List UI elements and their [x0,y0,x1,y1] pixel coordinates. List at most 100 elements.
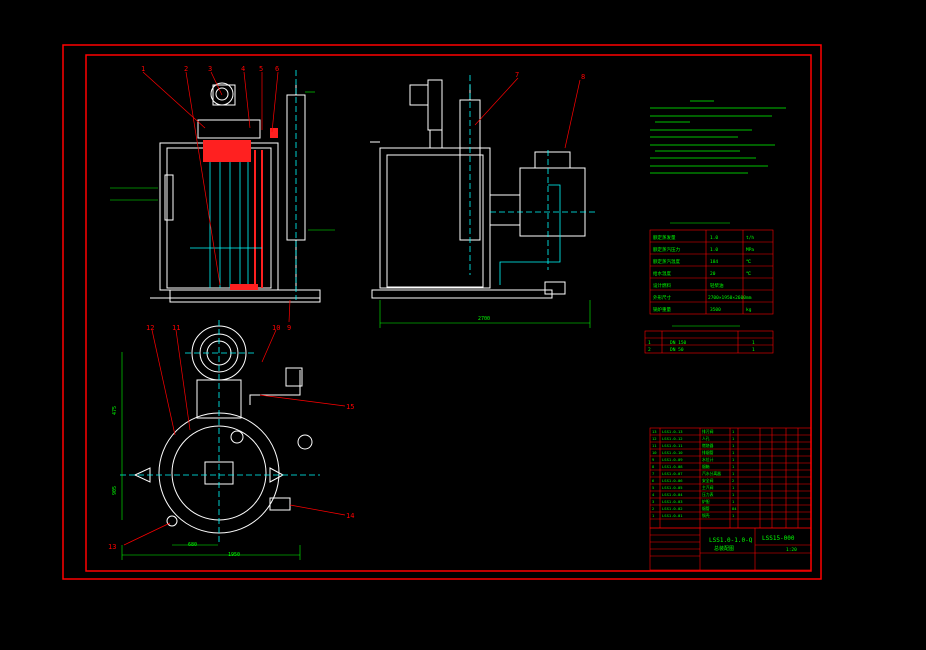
parts-r12-code: LSS1.0-01 [662,513,683,518]
parts-r3-code: LSS1.0-10 [662,450,683,455]
balloon-6: 6 [275,65,279,73]
parts-r7-name: 安全阀 [702,478,714,483]
nozzle-table-text: 1 DN 150 1 2 DN 50 1 [648,340,755,353]
parts-r9-name: 压力表 [702,492,714,497]
spec-table-text: 额定蒸发量 1.0 t/h 额定蒸汽压力 1.0 MPa 额定蒸汽温度 184 … [653,234,754,313]
parts-r2-no: 11 [652,443,657,448]
dim-side-width-label: 2700 [478,316,490,322]
spec-r6-c2: kg [746,307,752,313]
spec-r5-c2: mm [746,296,752,301]
parts-r6-code: LSS1.0-07 [662,471,683,476]
balloon-2: 2 [184,65,188,73]
parts-r6-name: 汽水分离器 [702,471,721,476]
parts-list [649,427,812,529]
title-block-text: LSS1.0-1.0-Q 总装配图 LSS15-000 1:20 [709,535,797,553]
spec-r5-c0: 外形尺寸 [653,294,671,301]
parts-r10-qty: 1 [732,499,735,504]
nozzle-circle-right [297,434,313,450]
gauge-glass [164,174,174,221]
parts-r7-code: LSS1.0-06 [662,478,683,483]
spec-r3-c1: 20 [710,271,716,277]
balloon-11: 11 [172,324,180,332]
burner-nozzle-side [429,129,443,149]
burner-fan-hub [215,87,229,101]
pipe-route-plan [249,370,301,405]
parts-r0-name: 排污阀 [702,429,714,434]
burner-motor-side [409,84,429,106]
parts-r1-code: LSS1.0-12 [662,436,683,441]
parts-r11-no: 2 [652,506,654,511]
title-drawing-name: 总装配图 [714,545,734,552]
nozzle-circle-blowdown [166,515,178,527]
spec-table [649,222,774,315]
parts-r8-name: 主汽阀 [702,485,714,490]
leader-6 [271,71,279,133]
nozzle-r0-c0: 1 [648,340,651,346]
parts-r11-code: LSS1.0-02 [662,506,683,511]
spec-r1-c0: 额定蒸汽压力 [653,246,680,253]
leader-13 [123,522,171,546]
parts-r4-no: 9 [652,457,655,462]
front-hatch [203,128,278,290]
header-pipe [197,119,261,139]
parts-r3-no: 10 [652,450,657,455]
hatch-bottom [230,284,258,290]
parts-r1-qty: 1 [732,436,735,441]
parts-r2-qty: 1 [732,443,735,448]
parts-r7-qty: 2 [732,478,734,483]
parts-r0-code: LSS1.0-13 [662,429,683,434]
parts-r5-code: LSS1.0-08 [662,464,683,469]
dim-plan-offset-label: 680 [188,542,197,548]
pump-box [285,367,303,387]
title-scale: 1:20 [786,547,797,553]
parts-r8-qty: 1 [732,485,735,490]
dim-plan-width-label: 1950 [228,552,240,558]
parts-r8-no: 5 [652,485,654,490]
parts-list-text: 13 LSS1.0-13 排污阀 1 12 LSS1.0-12 人孔 1 11 … [652,429,737,518]
parts-r4-qty: 1 [732,457,735,462]
nozzle-r0-c2: 1 [752,340,755,346]
leader-4 [243,71,251,129]
hatch-valve [270,128,278,138]
outer-frame [62,44,822,580]
parts-r12-qty: 1 [732,513,735,518]
spec-r2-c2: ℃ [746,259,752,265]
parts-r1-no: 12 [652,436,657,441]
parts-r6-qty: 1 [732,471,735,476]
spec-r3-c0: 给水温度 [653,270,671,277]
spec-r6-c1: 3500 [710,307,721,313]
balloon-5: 5 [259,65,263,73]
nozzle-r1-c2: 1 [752,347,755,353]
front-dimension-lines [110,91,335,231]
front-flue-tubes [190,70,297,300]
leader-10 [261,329,277,363]
balloon-10: 10 [272,324,280,332]
spec-r4-c1: 轻柴油 [710,282,724,289]
parts-r4-name: 水位计 [702,457,714,462]
feed-pump [544,281,566,295]
side-centerlines [469,75,595,285]
parts-r5-no: 8 [652,464,655,469]
leader-15 [259,394,346,407]
spec-r0-c1: 1.0 [710,235,718,241]
parts-r10-name: 炉胆 [702,499,710,504]
leader-3 [210,71,223,96]
parts-r0-qty: 1 [732,429,735,434]
balloon-13: 13 [108,543,116,551]
leader-2 [185,71,221,286]
plan-centerlines [120,320,320,545]
parts-r10-no: 3 [652,499,654,504]
spec-r0-c0: 额定蒸发量 [653,234,676,241]
balloon-3: 3 [208,65,212,73]
spec-r2-c0: 额定蒸汽温度 [653,258,680,265]
leader-14 [289,504,346,516]
parts-r2-code: LSS1.0-11 [662,443,683,448]
feed-water-piping [499,184,561,285]
dim-plan-lower-label: 905 [112,486,118,495]
inner-frame [85,54,812,572]
leader-11 [175,329,191,431]
balloon-7: 7 [515,71,519,79]
spec-r0-c2: t/h [746,235,754,241]
parts-r10-code: LSS1.0-03 [662,499,683,504]
